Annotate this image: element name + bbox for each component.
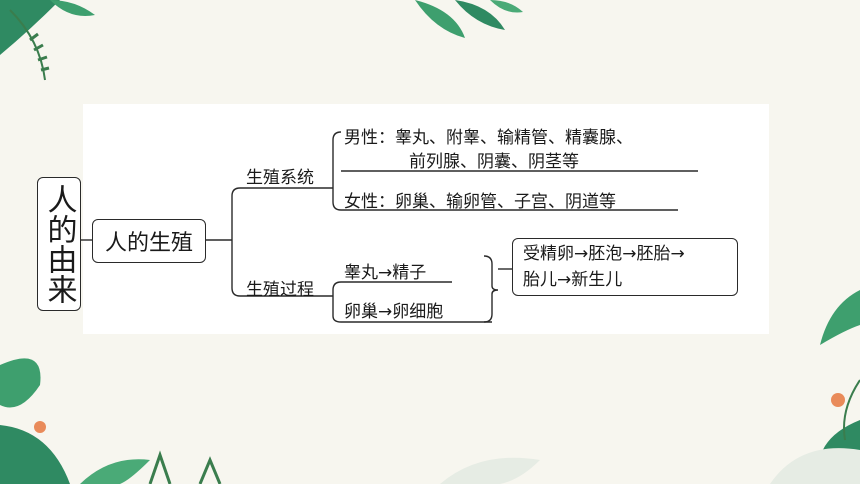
branch-label-reproductive-system: 生殖系统 [246, 168, 314, 188]
topic-label: 人的生殖 [104, 231, 193, 256]
leaf-decoration-top-left-icon [0, 0, 95, 81]
leaf-decoration-top-center-icon [415, 0, 523, 38]
male-process: 睾丸→精子 [344, 263, 427, 283]
male-organs-line-2: 前列腺、阴囊、阴茎等 [409, 152, 579, 172]
leaf-decoration-bottom-left-icon [0, 358, 222, 484]
branch-label-reproductive-process: 生殖过程 [246, 280, 314, 300]
leaf-decoration-bottom-right-icon [770, 448, 860, 484]
topic-node: 人的生殖 [92, 219, 206, 263]
female-organs: 女性：卵巢、输卵管、子宫、阴道等 [344, 192, 616, 212]
development-stages-line-2: 胎儿→新生儿 [523, 270, 623, 290]
root-node: 人的由来 [37, 177, 81, 311]
development-stages-line-1: 受精卵→胚泡→胚胎→ [523, 244, 685, 264]
male-organs-line-1: 男性：睾丸、附睾、输精管、精囊腺、 [344, 128, 633, 148]
root-label: 人的由来 [41, 184, 77, 304]
development-stages-node: 受精卵→胚泡→胚胎→ 胎儿→新生儿 [512, 238, 738, 296]
leaf-decoration-bottom-center-icon [440, 457, 540, 484]
female-process: 卵巢→卵细胞 [344, 302, 444, 322]
